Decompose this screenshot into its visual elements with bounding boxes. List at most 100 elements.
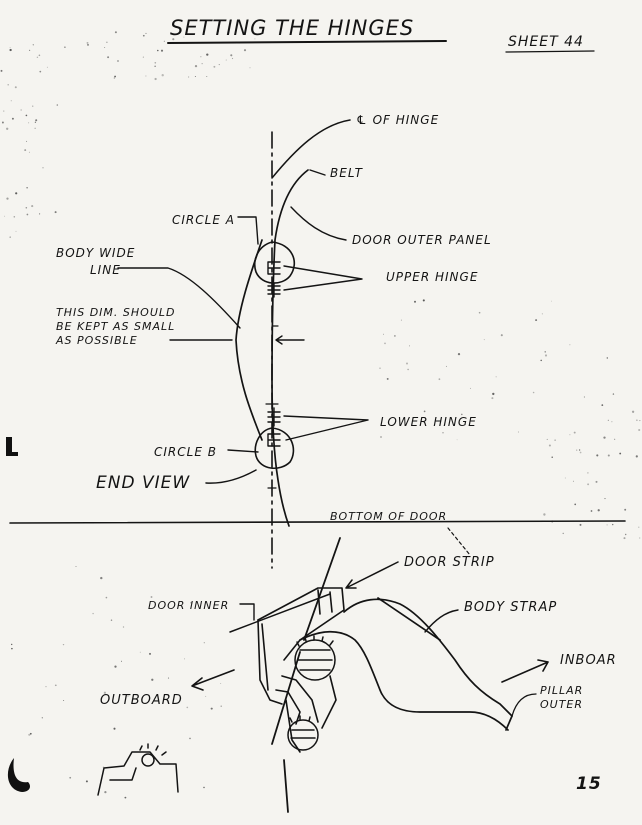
page-number: 15 xyxy=(576,774,602,794)
lower-hinge-leaders xyxy=(283,415,369,441)
speckle-dot xyxy=(100,576,103,580)
speckle-dot xyxy=(160,49,164,52)
speckle-dot xyxy=(20,109,22,111)
speckle-dot xyxy=(56,104,59,106)
speckle-dot xyxy=(104,790,107,794)
speckle-dot xyxy=(167,677,170,679)
speckle-dot xyxy=(210,707,213,710)
pillar-outer-label-2: OUTER xyxy=(540,698,583,711)
speckle-dot xyxy=(442,432,444,434)
speckle-dot xyxy=(612,393,615,395)
speckle-dot xyxy=(206,76,208,78)
speckle-dot xyxy=(39,70,42,73)
speckle-dot xyxy=(11,117,14,120)
speckle-dot xyxy=(124,796,127,799)
speckle-dot xyxy=(9,48,12,52)
speckle-dot xyxy=(579,523,582,526)
speckle-dot xyxy=(25,206,28,209)
speckle-dot xyxy=(590,510,593,512)
scan-blot-corner xyxy=(7,758,31,792)
speckle-dot xyxy=(42,167,44,169)
speckle-dot xyxy=(220,683,222,684)
speckle-dot xyxy=(28,733,31,736)
speckle-dot xyxy=(184,658,186,660)
speckle-dot xyxy=(619,452,622,455)
circle-b xyxy=(254,427,295,469)
speckle-dot xyxy=(548,444,551,447)
speckle-dot xyxy=(541,313,543,315)
speckle-dot xyxy=(203,642,205,644)
speckle-dot xyxy=(639,420,641,422)
belt-label: BELT xyxy=(330,166,364,180)
door-outer-panel-line xyxy=(271,169,309,527)
dim-note-line-1: THIS DIM. SHOULD xyxy=(56,306,175,319)
speckle-dot xyxy=(145,32,147,34)
speckle-dot xyxy=(149,652,151,655)
speckle-dot xyxy=(62,643,65,646)
speckle-dot xyxy=(500,334,503,337)
speckle-dot xyxy=(543,513,546,516)
speckle-dot xyxy=(38,54,41,57)
speckle-dot xyxy=(220,705,222,707)
speckle-dot xyxy=(601,404,604,406)
speckle-dot xyxy=(231,57,234,60)
dim-note-line-2: BE KEPT AS SMALL xyxy=(56,320,175,333)
bottom-corner-mark xyxy=(447,527,471,556)
speckle-dot xyxy=(574,503,577,506)
door-strip-label: DOOR STRIP xyxy=(404,555,495,570)
speckle-dot xyxy=(142,34,145,37)
speckle-dot xyxy=(636,419,638,421)
body-strap-shape xyxy=(299,597,513,731)
speckle-dot xyxy=(154,77,157,81)
speckle-dot xyxy=(26,140,28,142)
speckle-dot xyxy=(45,685,47,688)
title-underline xyxy=(167,40,447,44)
speckle-dot xyxy=(14,86,17,89)
speckle-dot xyxy=(127,695,129,697)
speckle-dot xyxy=(614,438,616,440)
speckle-dot xyxy=(25,114,28,117)
speckle-dot xyxy=(11,647,13,650)
speckle-dot xyxy=(635,455,638,458)
speckle-dot xyxy=(86,41,89,44)
sheet-underline xyxy=(505,50,595,53)
speckle-dot xyxy=(607,454,610,457)
speckle-dot xyxy=(121,660,122,662)
speckle-dot xyxy=(186,706,189,709)
speckle-dot xyxy=(384,342,386,345)
speckle-dot xyxy=(85,780,88,783)
speckle-dot xyxy=(150,596,153,598)
speckle-dot xyxy=(243,49,247,52)
pillar-outer-label-1: PILLAR xyxy=(540,684,583,697)
speckle-dot xyxy=(9,236,11,238)
speckle-dot xyxy=(546,438,548,440)
speckle-dot xyxy=(0,69,3,72)
speckle-dot xyxy=(544,351,546,353)
body-wide-label-1: BODY WIDE xyxy=(56,246,135,260)
speckle-dot xyxy=(218,64,220,66)
speckle-dot xyxy=(117,60,119,62)
speckle-dot xyxy=(157,49,159,52)
speckle-dot xyxy=(405,362,409,365)
speckle-dot xyxy=(205,695,207,697)
speckle-dot xyxy=(631,410,635,413)
hinge-pivot-axis xyxy=(271,537,341,813)
speckle-dot xyxy=(394,335,396,337)
speckle-dot xyxy=(9,47,11,48)
circle-a-label: CIRCLE A xyxy=(172,213,235,227)
body-strap-leader xyxy=(424,609,459,633)
speckle-dot xyxy=(7,84,9,86)
speckle-dot xyxy=(606,357,609,359)
speckle-dot xyxy=(407,368,409,371)
speckle-dot xyxy=(26,187,28,189)
speckle-dot xyxy=(28,122,30,124)
speckle-dot xyxy=(254,38,256,40)
speckle-dot xyxy=(623,537,626,540)
speckle-dot xyxy=(576,449,578,451)
speckle-dot xyxy=(423,410,426,413)
speckle-dot xyxy=(75,566,77,568)
speckle-dot xyxy=(461,413,463,416)
speckle-dot xyxy=(114,665,117,668)
